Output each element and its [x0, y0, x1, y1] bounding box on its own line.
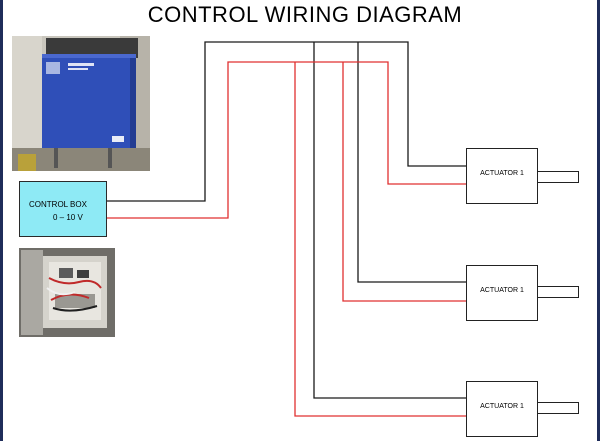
- actuator-label: ACTUATOR 1: [480, 403, 524, 410]
- red-wire-actuator-2: [342, 62, 484, 302]
- red-wires: [107, 61, 484, 417]
- actuator-shaft-2: [537, 286, 579, 298]
- right-frame-border: [597, 0, 600, 441]
- control-box-voltage: 0 – 10 V: [53, 213, 83, 222]
- control-box-label: CONTROL BOX: [29, 200, 87, 209]
- control-box: CONTROL BOX 0 – 10 V: [19, 181, 107, 237]
- blue-control-cabinet-photo: [12, 36, 150, 171]
- actuator-label: ACTUATOR 1: [480, 287, 524, 294]
- black-wires: [107, 41, 466, 399]
- actuator-shaft-3: [537, 402, 579, 414]
- black-wire-main: [107, 41, 466, 202]
- actuator-box-2: ACTUATOR 1: [466, 265, 538, 321]
- actuator-shaft-1: [537, 171, 579, 183]
- red-wire-main: [107, 61, 484, 219]
- actuator-box-3: ACTUATOR 1: [466, 381, 538, 437]
- black-wire-actuator-2: [357, 42, 466, 283]
- diagram-title: CONTROL WIRING DIAGRAM: [147, 2, 463, 27]
- open-junction-box-photo: [19, 248, 115, 337]
- red-wire-actuator-3: [294, 62, 484, 417]
- actuator-box-1: ACTUATOR 1: [466, 148, 538, 204]
- black-wire-actuator-3: [313, 42, 466, 399]
- left-frame-border: [0, 0, 3, 441]
- actuator-label: ACTUATOR 1: [480, 170, 524, 177]
